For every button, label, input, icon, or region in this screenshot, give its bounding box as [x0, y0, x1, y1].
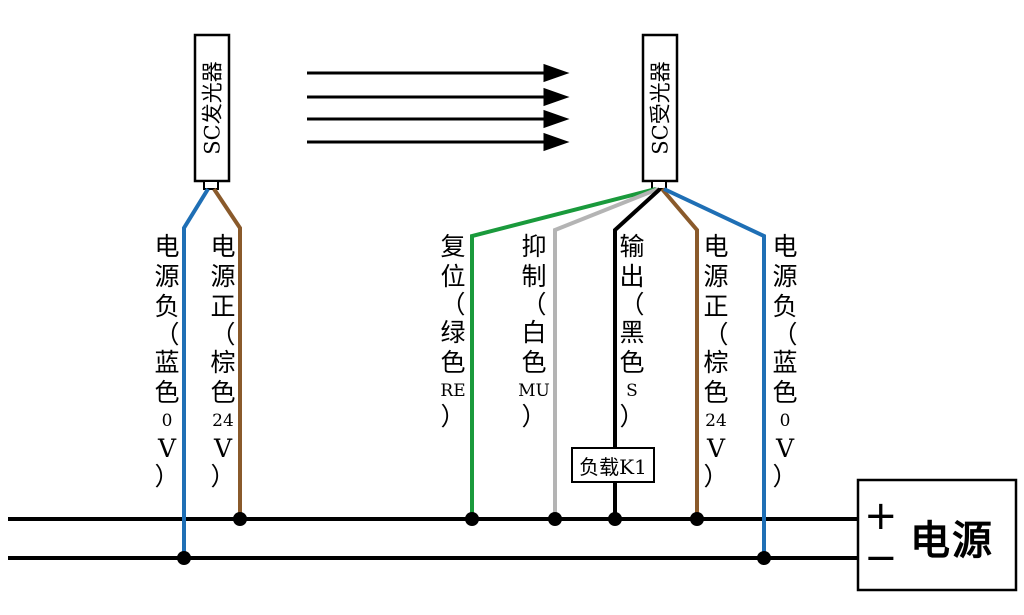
wire-unit: V: [775, 434, 795, 463]
emitter-connector: [203, 180, 219, 190]
paren-open: （: [772, 320, 798, 349]
wire-code: RE: [440, 381, 466, 401]
paren-open: （: [210, 320, 236, 349]
power-supply-label: 电源: [910, 518, 994, 564]
receiver-brown-wire: [660, 187, 699, 519]
wire-color: 黑色: [619, 318, 645, 377]
wire-name: 电源负: [154, 232, 180, 321]
wire-name: 抑制: [521, 232, 547, 291]
load-box: [571, 447, 655, 483]
receiver-blue-wire: [663, 187, 766, 558]
wire-color: 棕色: [210, 348, 236, 407]
receiver-gray-wire: [553, 187, 659, 519]
paren-close: ）: [703, 462, 729, 491]
receiver-label: SC受光器: [649, 61, 673, 155]
paren-close: ）: [154, 462, 180, 491]
wire-name: 电源正: [210, 232, 236, 321]
power-supply-box: [856, 478, 1018, 592]
paren-close: ）: [440, 402, 466, 431]
paren-open: （: [521, 290, 547, 319]
paren-open: （: [619, 290, 645, 319]
junction-dots: [177, 512, 771, 565]
wire-name: 复位: [440, 232, 466, 291]
wire-voltage: 24: [705, 411, 727, 431]
emitter-brown-wire: [212, 187, 242, 519]
wire-name: 输出: [619, 232, 645, 291]
wire-voltage: 0: [161, 411, 173, 431]
output-label: 输出 （ 黑色 S ）: [615, 232, 649, 430]
wire-voltage: 0: [779, 411, 791, 431]
emitter-pos-label: 电源正 （ 棕色 24 V ）: [206, 232, 240, 490]
wire-voltage: 24: [212, 411, 234, 431]
wire-unit: V: [706, 434, 726, 463]
wire-color: 蓝色: [772, 348, 798, 407]
paren-close: ）: [210, 462, 236, 491]
paren-close: ）: [772, 462, 798, 491]
paren-close: ）: [521, 402, 547, 431]
wire-color: 蓝色: [154, 348, 180, 407]
receiver-pos-label: 电源正 （ 棕色 24 V ）: [699, 232, 733, 490]
emitter-label: SC发光器: [201, 61, 225, 155]
wire-unit: V: [213, 434, 233, 463]
wire-code: MU: [518, 381, 550, 401]
minus-sign: −: [864, 535, 898, 581]
receiver-black-wire: [613, 187, 662, 448]
wire-color: 棕色: [703, 348, 729, 407]
emitter-neg-label: 电源负 （ 蓝色 0 V ）: [150, 232, 184, 490]
paren-close: ）: [619, 402, 645, 431]
wire-name: 电源负: [772, 232, 798, 321]
receiver-green-wire: [470, 187, 657, 519]
light-beams: [307, 63, 570, 152]
reset-label: 复位 （ 绿色 RE ）: [436, 232, 470, 430]
inhibit-label: 抑制 （ 白色 MU ）: [517, 232, 551, 430]
paren-open: （: [154, 320, 180, 349]
paren-open: （: [703, 320, 729, 349]
load-label: 负载K1: [579, 454, 647, 479]
wire-color: 绿色: [440, 318, 466, 377]
wire-code: S: [626, 381, 638, 401]
wire-color: 白色: [521, 318, 547, 377]
emitter-blue-wire: [182, 187, 210, 558]
receiver-neg-label: 电源负 （ 蓝色 0 V ）: [768, 232, 802, 490]
wire-unit: V: [157, 434, 177, 463]
plus-sign: +: [864, 493, 898, 539]
wire-name: 电源正: [703, 232, 729, 321]
paren-open: （: [440, 290, 466, 319]
